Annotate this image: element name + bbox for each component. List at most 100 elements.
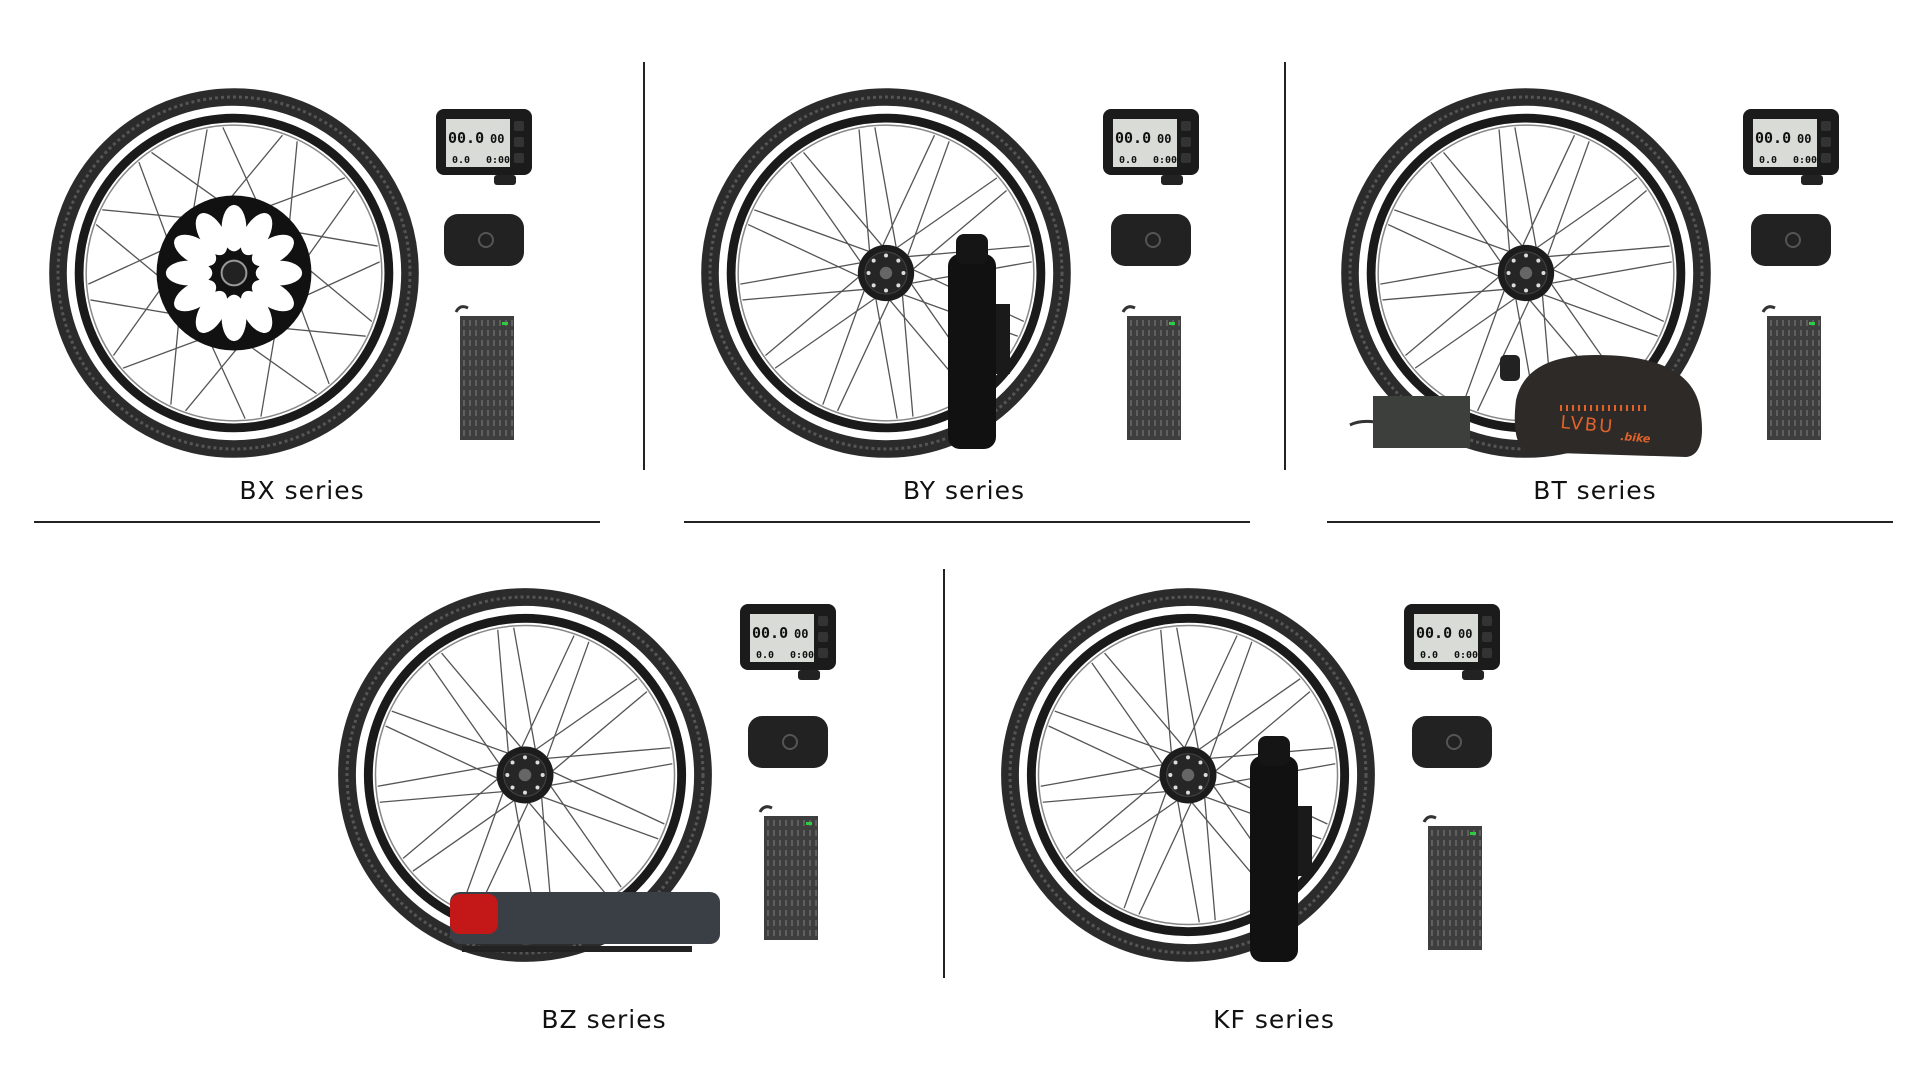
spoke bbox=[546, 780, 622, 888]
display-time: 0:00 bbox=[790, 650, 814, 661]
spoke bbox=[822, 284, 868, 405]
spoke bbox=[836, 294, 893, 412]
spoke bbox=[536, 794, 659, 840]
spoke bbox=[524, 797, 609, 898]
charger-led bbox=[1470, 832, 1476, 835]
spoke bbox=[377, 762, 506, 787]
spoke bbox=[1123, 786, 1169, 909]
charger-led bbox=[1169, 322, 1175, 325]
hub-petal bbox=[240, 213, 273, 256]
spoke bbox=[1514, 127, 1538, 254]
spoke bbox=[460, 786, 506, 909]
sensor-logo-icon bbox=[1145, 232, 1161, 248]
charger-cable bbox=[758, 805, 773, 813]
speed-sensor bbox=[444, 214, 524, 266]
spoke bbox=[513, 627, 538, 756]
axle bbox=[1519, 266, 1533, 280]
bag-logo: LVBU bbox=[1560, 412, 1616, 438]
hub-petal bbox=[174, 234, 217, 267]
kettle-battery bbox=[1250, 736, 1312, 962]
spoke bbox=[740, 261, 867, 285]
battery-charger bbox=[1422, 815, 1482, 950]
sensor-logo-icon bbox=[782, 734, 798, 750]
divider bbox=[943, 569, 945, 978]
hub-bolt bbox=[1203, 773, 1208, 777]
underline bbox=[684, 521, 1250, 523]
hub-petal bbox=[174, 279, 217, 312]
display-trip: 0.0 bbox=[452, 155, 470, 166]
display-button bbox=[514, 137, 524, 147]
spoke bbox=[858, 129, 871, 258]
controller-box bbox=[1349, 396, 1470, 448]
thumb-throttle bbox=[1161, 175, 1183, 185]
axle bbox=[879, 266, 893, 280]
spoke bbox=[497, 629, 510, 759]
bottle-cap bbox=[1258, 736, 1290, 766]
display-sub: 00 bbox=[1797, 132, 1811, 146]
spoke bbox=[1547, 266, 1665, 323]
spoke bbox=[1541, 245, 1670, 258]
display-time: 0:00 bbox=[486, 155, 510, 166]
spoke bbox=[901, 288, 914, 417]
hub-bolt bbox=[901, 271, 906, 275]
spoke bbox=[874, 292, 898, 419]
bottle-body bbox=[1250, 756, 1298, 962]
spoke bbox=[1462, 284, 1508, 405]
thumb-throttle bbox=[494, 175, 516, 185]
display-time: 0:00 bbox=[1454, 650, 1478, 661]
speed-sensor bbox=[1111, 214, 1191, 266]
hub-bolt bbox=[871, 258, 876, 263]
hub-bolt bbox=[1511, 283, 1516, 288]
rim-edge bbox=[737, 124, 1035, 422]
charger-cable bbox=[1761, 305, 1776, 313]
axle bbox=[518, 768, 532, 782]
axle bbox=[220, 259, 248, 287]
spoke bbox=[904, 141, 950, 262]
hub-bolt bbox=[1198, 760, 1203, 765]
display-screen bbox=[750, 614, 814, 662]
rim bbox=[726, 113, 1046, 433]
spoke bbox=[1176, 627, 1201, 756]
display-sub: 00 bbox=[794, 627, 808, 641]
display-screen bbox=[1753, 119, 1817, 167]
underline bbox=[1327, 521, 1893, 523]
hub-petal bbox=[251, 234, 294, 267]
bottle-cap bbox=[956, 234, 988, 264]
display-speed: 00.0 bbox=[1115, 129, 1151, 147]
spoke bbox=[1075, 796, 1183, 872]
series-label-bz: BZ series bbox=[541, 1005, 667, 1034]
spoke bbox=[1387, 223, 1505, 280]
hub-bolt bbox=[1168, 773, 1173, 777]
spoke bbox=[774, 294, 881, 369]
spoke bbox=[428, 662, 504, 770]
display-sub: 00 bbox=[1157, 132, 1171, 146]
rim bbox=[1026, 613, 1350, 937]
hub-bolt bbox=[896, 258, 901, 263]
spoke bbox=[1414, 294, 1521, 369]
display-time: 0:00 bbox=[1793, 155, 1817, 166]
display-time: 0:00 bbox=[1153, 155, 1177, 166]
rim-edge bbox=[1037, 624, 1339, 926]
speed-sensor bbox=[1412, 716, 1492, 768]
hub-bolt bbox=[896, 283, 901, 288]
spoke bbox=[1048, 725, 1167, 782]
hub-bolt bbox=[1536, 283, 1541, 288]
divider bbox=[643, 62, 645, 470]
spoke bbox=[402, 774, 503, 859]
hub-bolt bbox=[1186, 755, 1190, 760]
spoke bbox=[385, 725, 504, 782]
spoke bbox=[1394, 209, 1515, 255]
spoke bbox=[1207, 641, 1253, 764]
display-screen bbox=[1414, 614, 1478, 662]
spoke bbox=[1531, 177, 1638, 252]
display-button bbox=[818, 648, 828, 658]
sensor-body bbox=[748, 716, 828, 768]
speed-sensor bbox=[748, 716, 828, 768]
sensor-logo-icon bbox=[1446, 734, 1462, 750]
battery-charger bbox=[758, 805, 818, 940]
spoke bbox=[391, 710, 514, 756]
display-trip: 0.0 bbox=[1759, 155, 1777, 166]
speed-sensor bbox=[1751, 214, 1831, 266]
